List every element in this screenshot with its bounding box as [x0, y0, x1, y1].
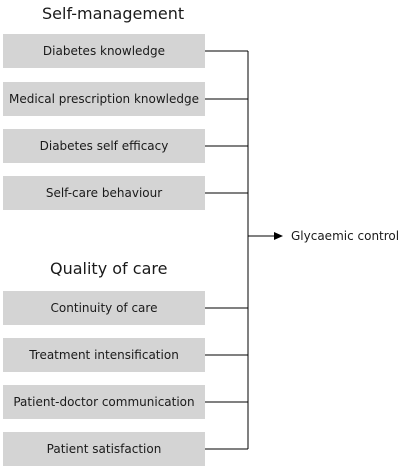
- group-title-quality-of-care: Quality of care: [50, 259, 168, 278]
- outcome-label-glycaemic-control: Glycaemic control: [291, 229, 400, 243]
- group-title-self-management: Self-management: [42, 4, 185, 23]
- factor-box-diabetes-knowledge: Diabetes knowledge: [3, 34, 205, 68]
- factor-box-patient-satisfaction: Patient satisfaction: [3, 432, 205, 466]
- factor-box-patient-doctor-communication: Patient-doctor communication: [3, 385, 205, 419]
- factor-box-self-care-behaviour: Self-care behaviour: [3, 176, 205, 210]
- factor-box-diabetes-self-efficacy: Diabetes self efficacy: [3, 129, 205, 163]
- connector-group: [205, 50, 275, 450]
- factor-box-medical-prescription-knowledge: Medical prescription knowledge: [3, 82, 205, 116]
- arrow-head-icon: [274, 232, 283, 240]
- factor-box-continuity-of-care: Continuity of care: [3, 291, 205, 325]
- factor-box-treatment-intensification: Treatment intensification: [3, 338, 205, 372]
